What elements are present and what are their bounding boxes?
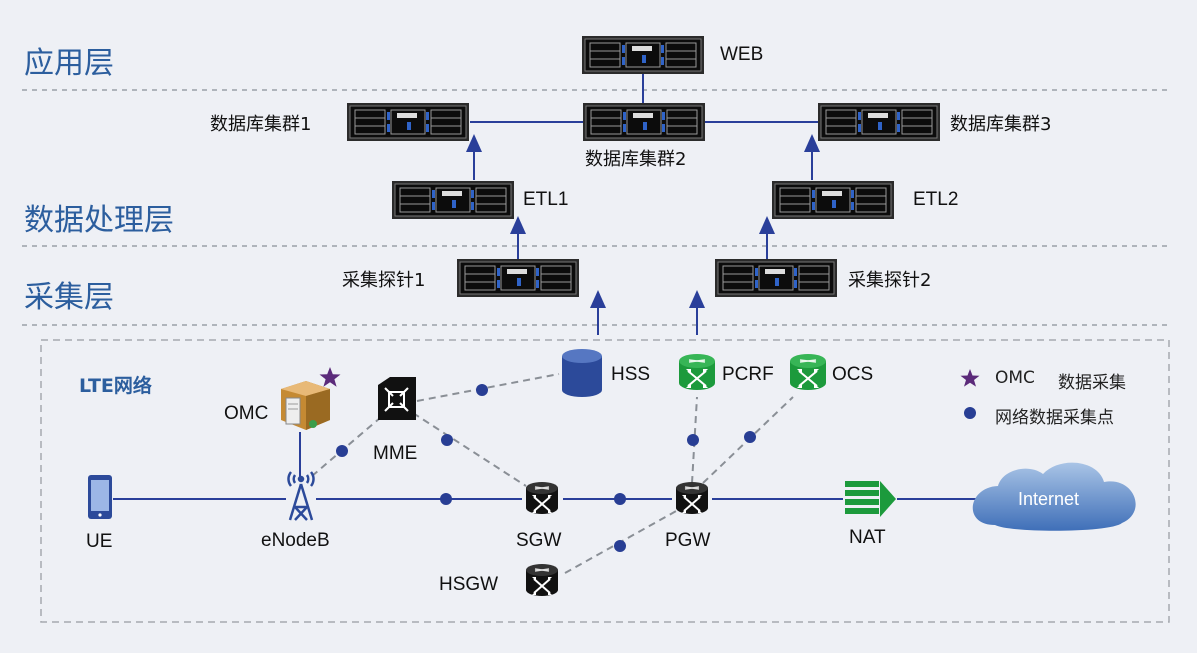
pcrf-router-icon [678,353,716,391]
lte-network-title: LTE网络 [79,375,152,397]
mme-label: MME [373,443,418,464]
omc-computer-icon [281,381,330,430]
etl1-label: ETL1 [523,189,569,210]
layer-title-app: 应用层 [24,46,114,81]
ue-label: UE [86,531,113,552]
collection-point [687,434,699,446]
internet-cloud-icon [972,462,1136,531]
hsgw-label: HSGW [439,574,499,595]
db-cluster-1-icon [346,102,470,142]
hsgw-router-icon [525,563,559,597]
ocs-label: OCS [832,364,874,385]
hss-database-icon [562,349,602,397]
db-cluster-2-label: 数据库集群2 [585,149,687,170]
collection-points [336,384,756,552]
omc-label: OMC [224,403,269,424]
layer-title-processing: 数据处理层 [24,203,174,238]
omc-star-icon [319,367,341,387]
legend-star-icon [960,369,980,387]
lte-solid-links [113,432,978,500]
probe-1-server-icon [456,258,580,298]
sgw-label: SGW [516,530,562,551]
enodeb-label: eNodeB [261,530,330,551]
nat-icon [845,481,896,517]
collection-point [476,384,488,396]
mme-icon [378,377,416,420]
web-label: WEB [720,44,764,65]
probe-2-server-icon [714,258,838,298]
server-arrows [466,134,820,335]
collection-point [440,493,452,505]
collection-point [336,445,348,457]
db-cluster-3-icon [817,102,941,142]
enodeb-tower-icon [287,471,315,521]
ocs-router-icon [789,353,827,391]
pgw-router-icon [675,481,709,515]
internet-label: Internet [1018,489,1080,509]
sgw-router-icon [525,481,559,515]
probe-1-label: 采集探针1 [342,270,426,291]
pcrf-label: PCRF [722,364,774,385]
collection-point [614,540,626,552]
etl1-server-icon [391,180,515,220]
collection-point [441,434,453,446]
db-cluster-1-label: 数据库集群1 [210,114,312,135]
lte-network-box [40,339,1170,623]
ue-phone-icon [88,475,112,519]
server-links [470,74,820,123]
legend-dot-icon [964,407,976,419]
layer-title-collection: 采集层 [24,280,114,315]
nat-label: NAT [849,527,886,548]
collection-point [614,493,626,505]
collection-point [744,431,756,443]
hss-label: HSS [611,364,651,385]
legend-omc-label: OMC [995,368,1035,388]
etl2-label: ETL2 [913,189,959,210]
layer-separators [22,89,1170,326]
web-server-icon [581,35,705,75]
db-cluster-3-label: 数据库集群3 [950,114,1052,135]
db-cluster-2-icon [582,102,706,142]
legend-point-text: 网络数据采集点 [995,408,1114,428]
probe-2-label: 采集探针2 [848,270,932,291]
legend-omc-text: 数据采集 [1058,373,1126,393]
etl2-server-icon [771,180,895,220]
pgw-label: PGW [665,530,711,551]
